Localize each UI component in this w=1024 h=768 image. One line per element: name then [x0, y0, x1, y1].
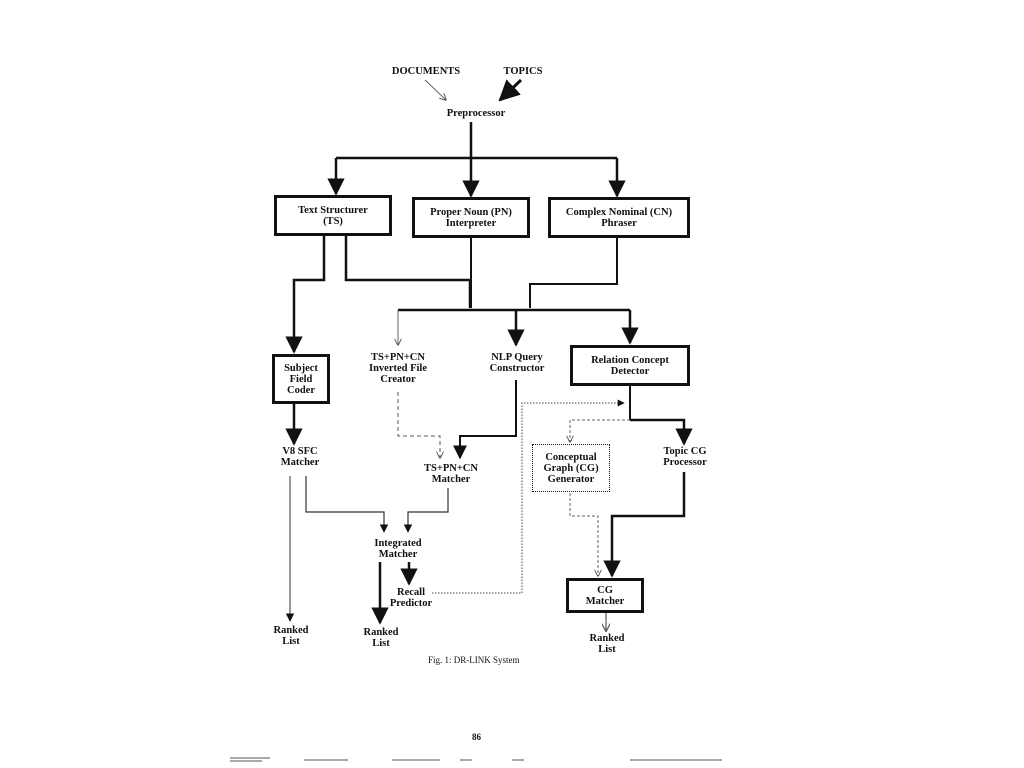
node-inverted-file-creator: TS+PN+CN Inverted File Creator: [368, 352, 428, 385]
node-cg-matcher: CG Matcher: [566, 578, 644, 613]
figure-caption: Fig. 1: DR-LINK System: [428, 655, 520, 665]
node-recall-predictor: Recall Predictor: [389, 587, 433, 609]
edge-inverted-matcher: [397, 392, 440, 458]
node-complex-nominal-phraser: Complex Nominal (CN) Phraser: [548, 197, 690, 238]
node-v8-sfc-matcher: V8 SFC Matcher: [280, 446, 320, 468]
node-ranked-list-1: Ranked List: [273, 625, 309, 647]
node-topic-cg-processor: Topic CG Processor: [663, 446, 707, 468]
edge-matcher-integrated: [403, 488, 449, 533]
edge-documents-preprocessor: [424, 79, 446, 100]
edge-nlp-matcher: [453, 380, 517, 460]
edge-topics-preprocessor: [498, 78, 523, 102]
edge-v8-integrated: [305, 476, 389, 533]
edge-topic-cgmatcher: [603, 472, 686, 578]
node-nlp-query-constructor: NLP Query Constructor: [489, 352, 545, 374]
node-ranked-list-2: Ranked List: [363, 627, 399, 649]
node-proper-noun-interpreter: Proper Noun (PN) Interpreter: [412, 197, 530, 238]
edge-cg-cgmatcher: [569, 493, 598, 576]
page-number: 86: [472, 732, 481, 742]
node-preprocessor: Preprocessor: [446, 108, 506, 119]
node-topics: TOPICS: [503, 66, 543, 77]
node-integrated-matcher: Integrated Matcher: [374, 538, 422, 560]
edge-ts-sfc: [285, 236, 326, 354]
edge-cn-collector: [529, 238, 618, 308]
node-ranked-list-3: Ranked List: [589, 633, 625, 655]
node-documents: DOCUMENTS: [391, 66, 461, 77]
edge-recall-feedback: [432, 399, 625, 594]
node-subject-field-coder: Subject Field Coder: [272, 354, 330, 404]
edge-split-cg: [570, 419, 630, 442]
node-ts-pn-cn-matcher: TS+PN+CN Matcher: [424, 463, 478, 485]
node-conceptual-graph-generator: Conceptual Graph (CG) Generator: [532, 444, 610, 492]
node-text-structurer: Text Structurer (TS): [274, 195, 392, 236]
footer-rules: [230, 757, 722, 762]
node-relation-concept-detector: Relation Concept Detector: [570, 345, 690, 386]
edge-split-topic: [630, 418, 693, 446]
edge-ts-collector: [344, 236, 472, 308]
